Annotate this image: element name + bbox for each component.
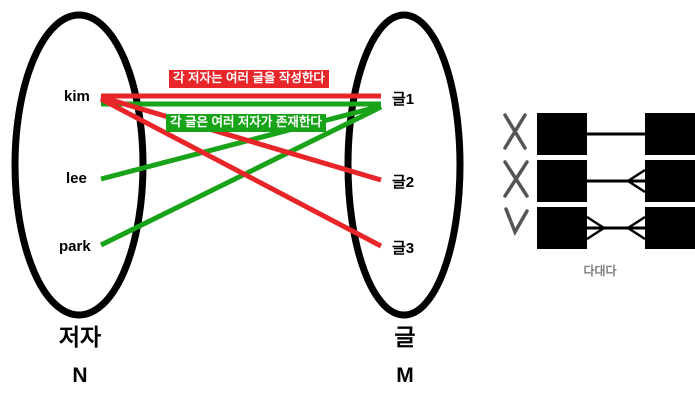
crowfoot-right-icon-2 — [627, 168, 646, 194]
check-mark-icon-3 — [504, 207, 529, 237]
legend-box-right-2 — [645, 160, 695, 202]
legend-row-one-to-one — [503, 113, 695, 155]
cross-out-icon-2 — [503, 160, 529, 198]
legend-box-left-3 — [537, 207, 587, 249]
legend-box-right-1 — [645, 113, 695, 155]
left-set-title: 저자 — [58, 324, 102, 350]
legend-row-many-to-many — [504, 207, 695, 249]
edge-park-to-post1-green — [99, 104, 383, 248]
crowfoot-right-icon-3 — [627, 215, 646, 241]
legend-box-left-2 — [537, 160, 587, 202]
edge-kim-to-post3-red — [99, 96, 383, 249]
right-cardinality-m: M — [396, 364, 414, 387]
legend-box-right-3 — [645, 207, 695, 249]
right-set-ellipse — [344, 11, 464, 319]
right-node-post2[interactable]: 글2 — [392, 174, 415, 191]
edge-group-red — [99, 93, 383, 249]
right-node-post1[interactable]: 글1 — [392, 91, 415, 108]
left-node-park[interactable]: park — [59, 238, 91, 255]
legend-row-one-to-many — [503, 160, 695, 202]
annotation-green-post-has-many-authors: 각 글은 여러 저자가 존재한다 — [166, 114, 326, 133]
legend-box-left-1 — [537, 113, 587, 155]
legend-caption-many-to-many: 다대다 — [583, 264, 617, 278]
erd-legend — [503, 113, 695, 249]
cross-out-icon-1 — [503, 113, 527, 150]
right-node-post3[interactable]: 글3 — [392, 240, 415, 257]
annotation-red-author-writes-many-posts: 각 저자는 여러 글을 작성한다 — [169, 70, 329, 89]
left-set-ellipse — [11, 11, 147, 319]
edge-lee-to-post1-green — [100, 103, 382, 182]
left-node-kim[interactable]: kim — [64, 88, 90, 105]
left-cardinality-n: N — [72, 364, 88, 387]
right-set-title: 글 — [394, 324, 416, 350]
crowfoot-left-icon-3 — [586, 215, 605, 241]
edge-group-green — [99, 101, 383, 248]
left-node-lee[interactable]: lee — [66, 170, 87, 187]
edge-kim-to-post2-red — [100, 94, 382, 183]
